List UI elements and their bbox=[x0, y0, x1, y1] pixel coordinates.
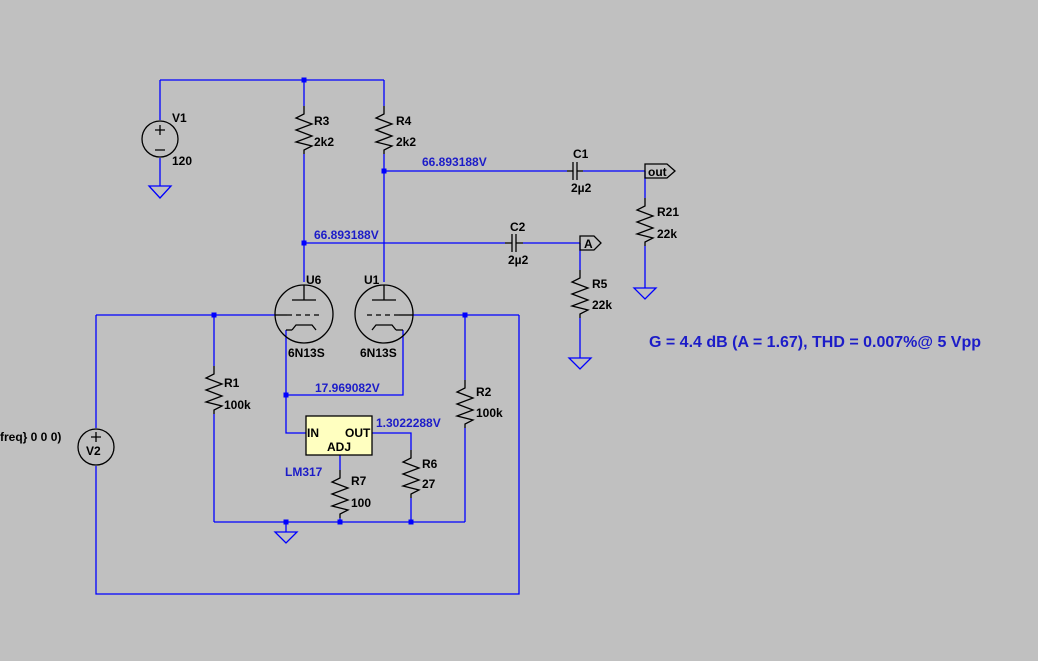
resistor-r1[interactable]: R1 100k bbox=[203, 366, 251, 414]
u6-name: U6 bbox=[306, 273, 322, 287]
net-voltage-cathode: 17.969082V bbox=[315, 381, 380, 395]
triode-u1[interactable]: U1 6N13S bbox=[354, 273, 414, 360]
ground-v1 bbox=[147, 185, 173, 199]
c1-name: C1 bbox=[573, 147, 589, 161]
r21-name: R21 bbox=[657, 205, 679, 219]
wires bbox=[95, 79, 646, 595]
r5-value: 22k bbox=[592, 298, 612, 312]
ground-main bbox=[273, 531, 299, 544]
net-voltage-r3: 66.893188V bbox=[314, 228, 379, 242]
r3-name: R3 bbox=[314, 114, 330, 128]
net-voltage-r4: 66.893188V bbox=[422, 155, 487, 169]
lm317-pin-adj: ADJ bbox=[327, 440, 351, 454]
ground-r21 bbox=[632, 287, 658, 300]
capacitor-c2[interactable]: C2 2µ2 bbox=[505, 220, 529, 267]
r7-name: R7 bbox=[351, 474, 367, 488]
r21-value: 22k bbox=[657, 227, 677, 241]
r5-name: R5 bbox=[592, 277, 608, 291]
ground-symbols bbox=[147, 185, 658, 544]
lm317-pin-in: IN bbox=[307, 426, 319, 440]
r1-name: R1 bbox=[224, 376, 240, 390]
c1-value: 2µ2 bbox=[571, 181, 592, 195]
r3-value: 2k2 bbox=[314, 135, 334, 149]
r2-name: R2 bbox=[476, 385, 492, 399]
lm317-name: LM317 bbox=[285, 465, 323, 479]
port-out-label: out bbox=[648, 165, 667, 179]
resistor-r21[interactable]: R21 22k bbox=[634, 198, 679, 246]
port-out[interactable]: out bbox=[644, 163, 676, 179]
r2-value: 100k bbox=[476, 406, 503, 420]
c2-value: 2µ2 bbox=[508, 253, 529, 267]
resistor-r4[interactable]: R4 2k2 bbox=[373, 106, 416, 154]
resistor-r5[interactable]: R5 22k bbox=[569, 270, 612, 318]
u1-value: 6N13S bbox=[360, 346, 397, 360]
regulator-lm317[interactable]: IN OUT ADJ LM317 bbox=[285, 415, 373, 479]
v1-name: V1 bbox=[172, 111, 187, 125]
ground-r5 bbox=[567, 357, 593, 370]
u6-value: 6N13S bbox=[288, 346, 325, 360]
v2-value: freq} 0 0 0) bbox=[0, 430, 61, 444]
capacitor-c1[interactable]: C1 2µ2 bbox=[567, 147, 592, 195]
r6-value: 27 bbox=[422, 477, 436, 491]
resistor-r3[interactable]: R3 2k2 bbox=[293, 106, 334, 154]
r4-value: 2k2 bbox=[396, 135, 416, 149]
voltage-source-v1[interactable]: V1 120 bbox=[141, 111, 192, 168]
port-a[interactable]: A bbox=[579, 235, 602, 251]
resistor-r6[interactable]: R6 27 bbox=[400, 450, 438, 498]
r6-name: R6 bbox=[422, 457, 438, 471]
junctions bbox=[211, 77, 468, 525]
triode-u6[interactable]: U6 6N13S bbox=[274, 273, 334, 360]
u1-name: U1 bbox=[364, 273, 380, 287]
resistor-r2[interactable]: R2 100k bbox=[454, 380, 503, 428]
gain-thd-annotation: G = 4.4 dB (A = 1.67), THD = 0.007%@ 5 V… bbox=[649, 334, 981, 351]
r7-value: 100 bbox=[351, 496, 371, 510]
v2-name: V2 bbox=[86, 444, 101, 458]
lm317-pin-out: OUT bbox=[345, 426, 371, 440]
net-voltage-lm317-out: 1.3022288V bbox=[376, 416, 441, 430]
v1-value: 120 bbox=[172, 154, 192, 168]
voltage-source-v2[interactable]: V2 freq} 0 0 0) bbox=[0, 428, 115, 466]
resistor-r7[interactable]: R7 100 bbox=[329, 470, 371, 518]
c2-name: C2 bbox=[510, 220, 526, 234]
r1-value: 100k bbox=[224, 398, 251, 412]
port-a-label: A bbox=[584, 237, 593, 251]
r4-name: R4 bbox=[396, 114, 412, 128]
